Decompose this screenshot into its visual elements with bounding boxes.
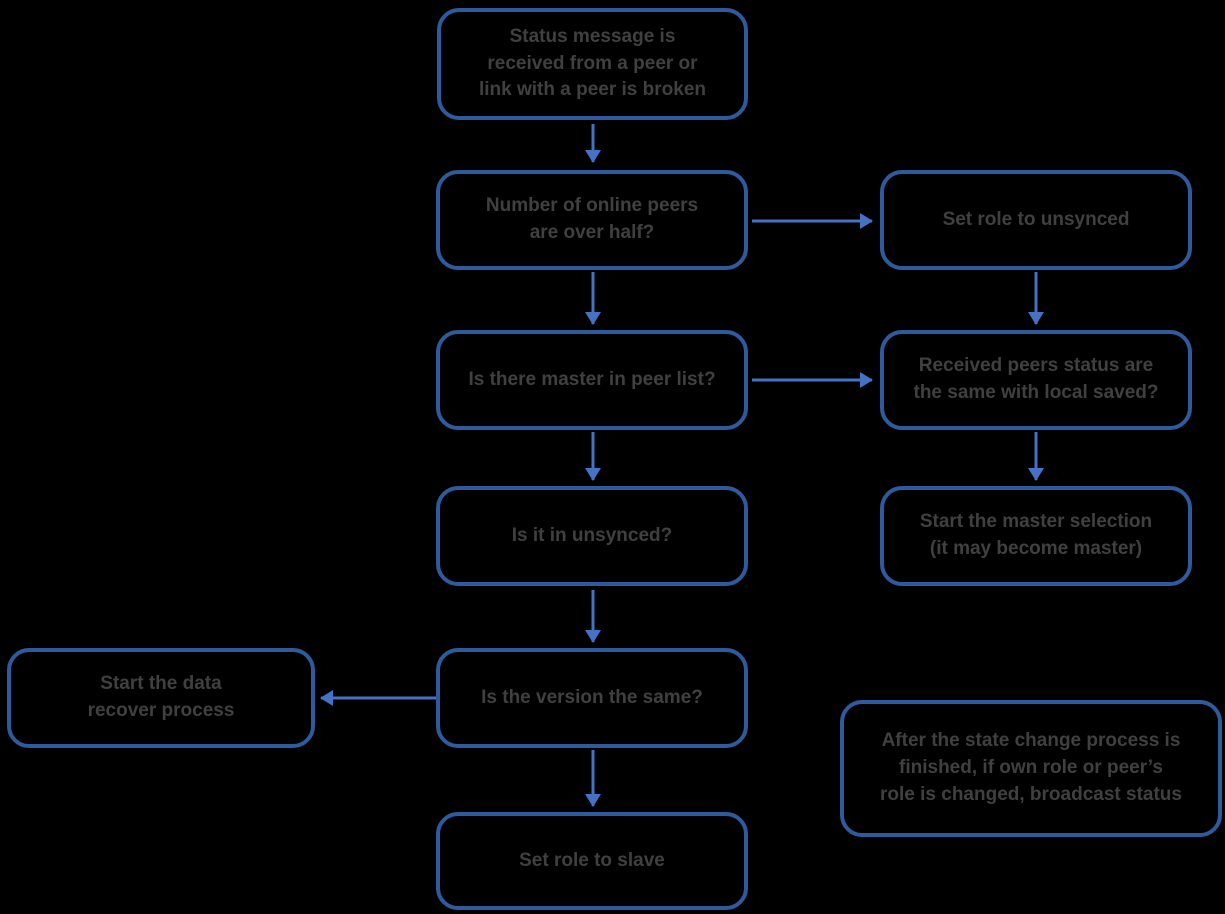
node-start-data-recover-label: Start the data recover process (87, 673, 235, 721)
node-is-version-same-label: Is the version the same? (481, 686, 703, 708)
node-status-message: Status message is received from a peer o… (437, 8, 748, 120)
node-set-role-slave-label: Set role to slave (519, 849, 665, 871)
node-online-peers-over-half: Number of online peers are over half? (436, 170, 748, 270)
node-is-it-in-unsynced-label: Is it in unsynced? (511, 524, 673, 546)
node-master-in-peer-list-label: Is there master in peer list? (468, 368, 716, 390)
node-set-role-slave: Set role to slave (436, 812, 748, 910)
node-master-in-peer-list: Is there master in peer list? (436, 330, 748, 430)
node-received-peers-status: Received peers status are the same with … (880, 330, 1192, 430)
node-start-master-selection-label: Start the master selection (it may becom… (919, 511, 1153, 559)
node-is-it-in-unsynced: Is it in unsynced? (436, 486, 748, 586)
node-received-peers-status-label: Received peers status are the same with … (913, 355, 1159, 403)
node-set-role-unsynced: Set role to unsynced (880, 170, 1192, 270)
node-status-message-label: Status message is received from a peer o… (478, 25, 706, 101)
node-start-data-recover: Start the data recover process (7, 648, 315, 748)
node-is-version-same: Is the version the same? (436, 648, 748, 748)
node-set-role-unsynced-label: Set role to unsynced (942, 208, 1130, 230)
node-start-master-selection: Start the master selection (it may becom… (880, 486, 1192, 586)
node-broadcast-status-note-label: After the state change process is finish… (880, 730, 1182, 805)
node-broadcast-status-note: After the state change process is finish… (840, 700, 1222, 837)
node-online-peers-over-half-label: Number of online peers are over half? (485, 195, 699, 243)
